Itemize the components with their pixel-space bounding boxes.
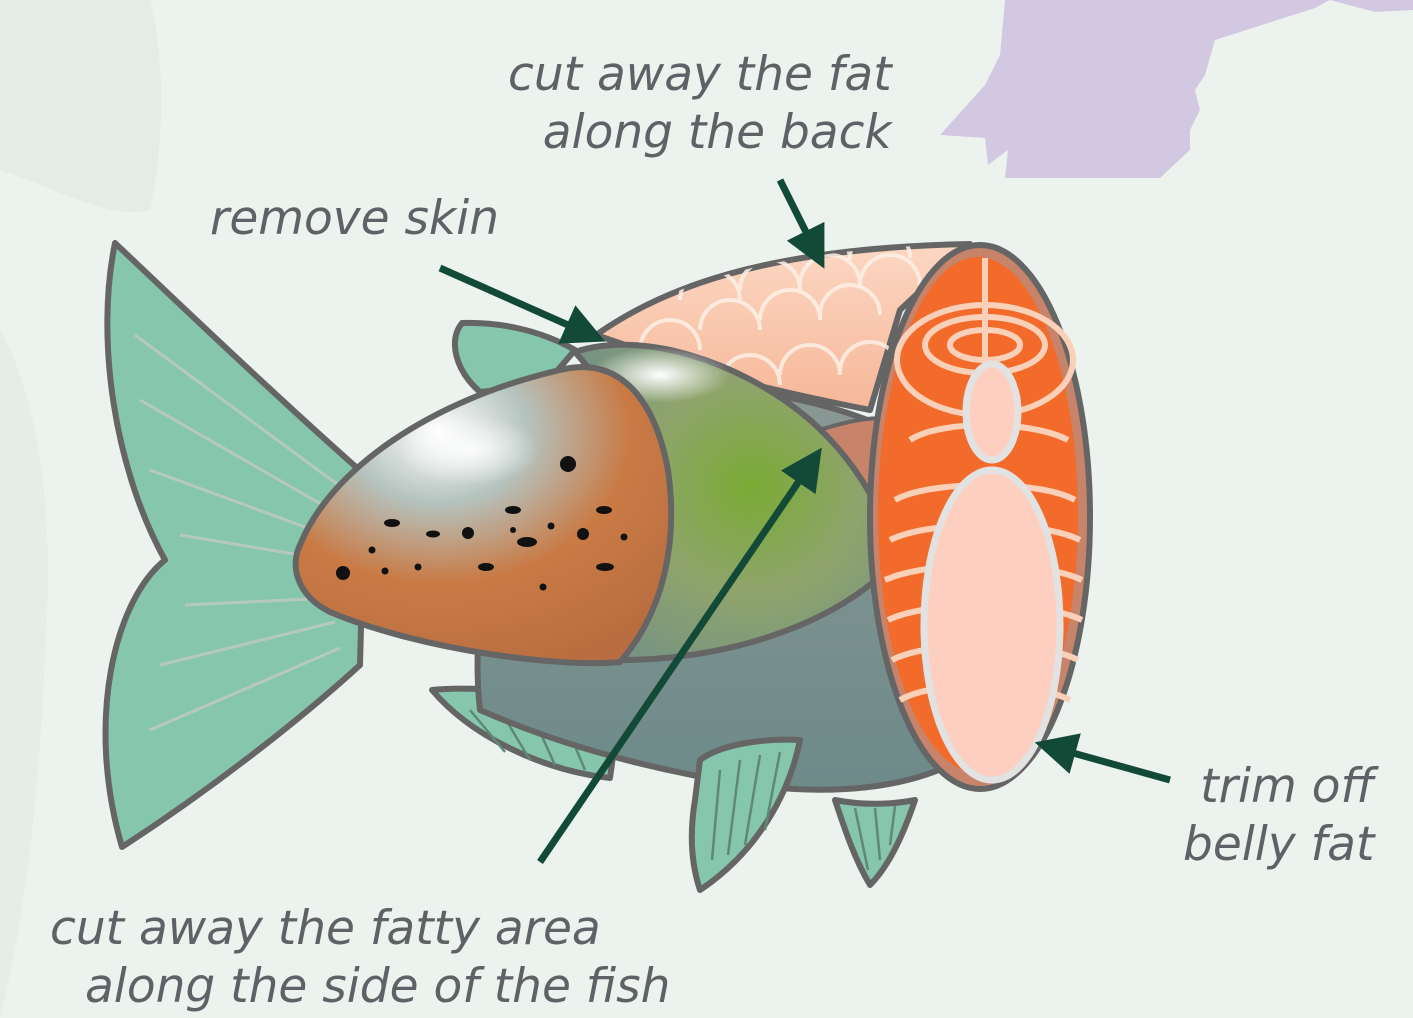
label-side-fat-line1: cut away the fatty area <box>50 900 670 958</box>
arrow-belly-fat <box>1055 748 1170 780</box>
arrow-back-fat <box>780 180 815 250</box>
purple-decor-shape <box>940 0 1413 178</box>
label-belly-fat-line2: belly fat <box>1183 816 1374 874</box>
spine-section <box>966 364 1018 460</box>
label-back-fat: cut away the fat along the back <box>508 46 892 162</box>
background-leaf-shape <box>0 0 161 1018</box>
label-back-fat-line2: along the back <box>508 104 892 162</box>
fish-head <box>296 367 672 663</box>
label-remove-skin: remove skin <box>210 190 499 248</box>
label-belly-fat-line1: trim off <box>1183 758 1374 816</box>
label-side-fat: cut away the fatty area along the side o… <box>50 900 670 1016</box>
label-back-fat-line1: cut away the fat <box>508 46 892 104</box>
fish-cross-section <box>870 245 1090 789</box>
label-belly-fat: trim off belly fat <box>1183 758 1374 874</box>
head-highlight <box>400 415 540 485</box>
label-remove-skin-line1: remove skin <box>210 190 499 248</box>
belly-fat-region <box>924 470 1060 780</box>
label-side-fat-line2: along the side of the fish <box>50 958 670 1016</box>
